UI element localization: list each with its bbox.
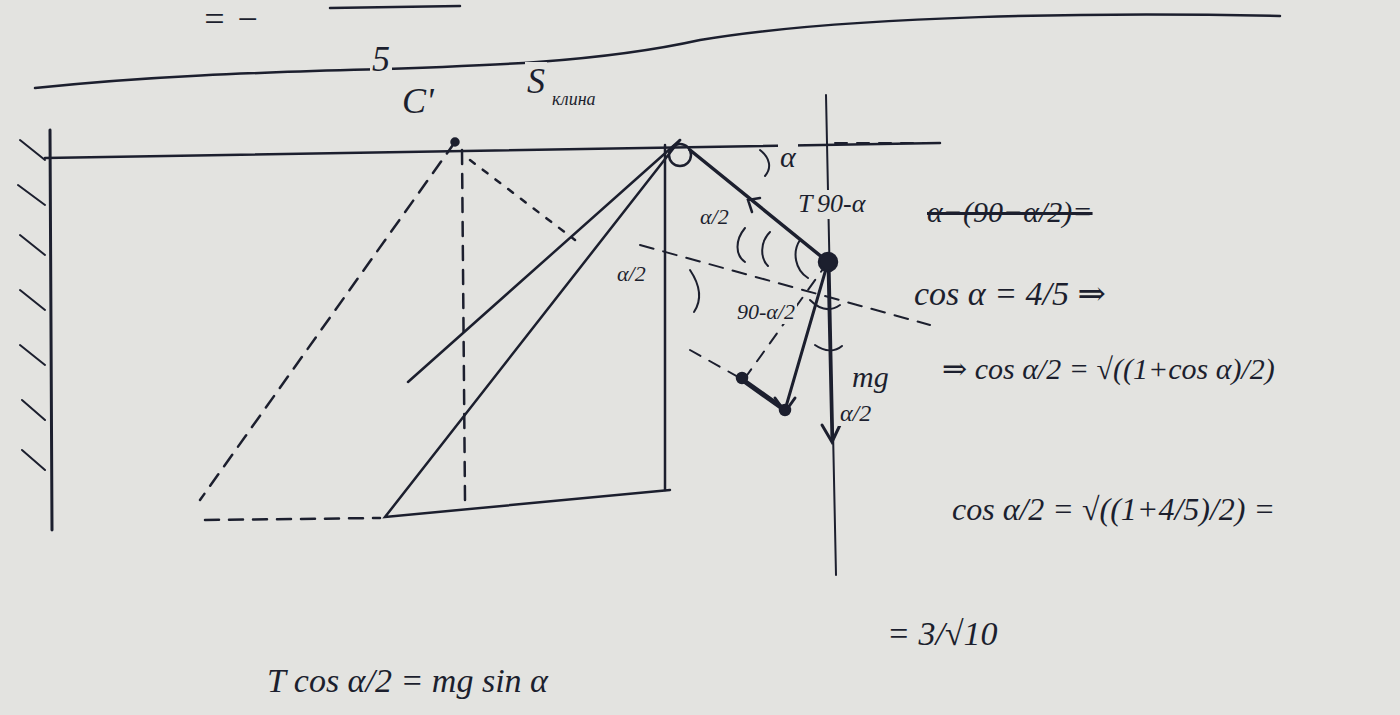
tension-label: T xyxy=(796,190,814,219)
formula: = 3/√10 xyxy=(885,615,1000,652)
angle-label: α/2 xyxy=(615,262,648,286)
point-label: C' xyxy=(400,82,436,122)
fraction-denominator: 5 xyxy=(370,40,392,80)
angle-label: 90-α/2 xyxy=(735,300,797,324)
equation-fragment: = − xyxy=(200,0,262,40)
angle-label: α/2 xyxy=(838,400,873,426)
formula: T cos α/2 = mg sin α xyxy=(265,662,550,699)
formula: ⇒ cos α/2 = √((1+cos α)/2) xyxy=(940,352,1277,385)
subscript-label: клина xyxy=(550,90,598,110)
formula: cos α = 4/5 ⇒ xyxy=(912,275,1108,312)
formula: cos α/2 = √((1+4/5)/2) = xyxy=(950,492,1277,527)
angle-label: α xyxy=(778,140,798,173)
struck-formula: α−(90−α/2)= xyxy=(925,195,1095,228)
angle-label: α/2 xyxy=(698,205,731,229)
force-label: mg xyxy=(850,360,891,393)
angle-label: 90-α xyxy=(815,190,867,219)
distance-symbol: S xyxy=(525,62,547,102)
